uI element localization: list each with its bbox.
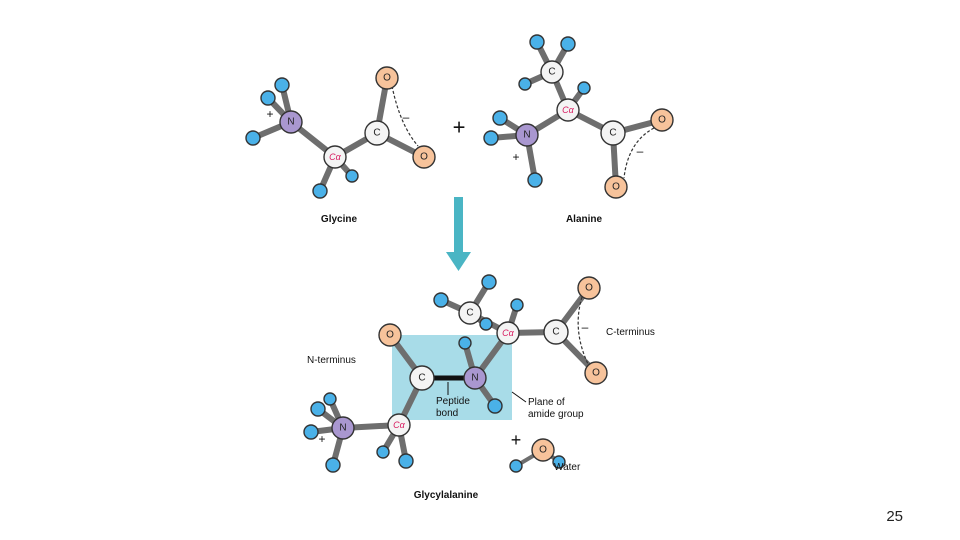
svg-text:Cα: Cα — [393, 420, 405, 430]
svg-text:N: N — [471, 373, 478, 384]
product-carbonyl-o-atom — [378, 323, 402, 347]
water-h-atom-left — [509, 459, 523, 473]
alanine-c-alpha-atom — [556, 98, 580, 122]
svg-text:C: C — [548, 67, 555, 78]
plane-label-line1: Plane of — [528, 397, 565, 408]
alanine-minus-charge: – — [637, 144, 644, 158]
product-glycine-c-alpha-atom — [387, 413, 411, 437]
svg-text:C: C — [373, 128, 380, 139]
svg-text:O: O — [386, 330, 394, 341]
product-amide-c-atom — [409, 365, 435, 391]
alanine-plus-charge: + — [512, 150, 519, 164]
water-o-atom — [531, 438, 555, 462]
svg-text:O: O — [612, 182, 620, 193]
svg-text:O: O — [592, 368, 600, 379]
svg-text:O: O — [658, 115, 666, 126]
slide-number: 25 — [886, 508, 903, 525]
alanine-carboxyl-c-atom — [600, 120, 626, 146]
alanine-methyl-c-atom — [540, 60, 564, 84]
product-carboxyl-c-atom — [543, 319, 569, 345]
svg-text:Cα: Cα — [562, 105, 574, 115]
glycine-o-atom-top — [375, 66, 399, 90]
glycine-n-atom — [279, 110, 303, 134]
plane-label-line2: amide group — [528, 409, 584, 420]
water-plus-sign: + — [511, 430, 522, 450]
alanine-n-atom — [515, 123, 539, 147]
alanine-o-atom-right — [650, 108, 674, 132]
glycine-o-atom-right — [412, 145, 436, 169]
glycine-label: Glycine — [321, 214, 358, 225]
svg-text:C: C — [552, 327, 559, 338]
reaction-arrow — [446, 197, 471, 271]
svg-text:O: O — [585, 283, 593, 294]
product-terminal-n-atom — [331, 416, 355, 440]
product-amide-n-atom — [463, 366, 487, 390]
water-h-atom-right — [552, 455, 566, 469]
c-terminus-label: C-terminus — [606, 327, 655, 338]
product-o-atom-bottom — [584, 361, 608, 385]
alanine-molecule: C Cα N C O O + – Alanine — [483, 34, 674, 225]
svg-text:N: N — [339, 423, 346, 434]
glycine-minus-charge: – — [403, 110, 410, 124]
glycylalanine-molecule: O C Cα C O O C N Cα N + – N-terminus — [303, 274, 655, 501]
product-o-atom-top — [577, 276, 601, 300]
svg-text:C: C — [609, 128, 616, 139]
alanine-o-atom-bottom — [604, 175, 628, 199]
product-minus-charge: – — [582, 320, 589, 334]
peptide-bond-label-line1: Peptide — [436, 396, 470, 407]
svg-text:O: O — [539, 445, 547, 456]
glycine-plus-charge: + — [266, 107, 273, 121]
svg-text:O: O — [420, 152, 428, 163]
svg-text:O: O — [383, 73, 391, 84]
alanine-label: Alanine — [566, 214, 603, 225]
product-methyl-c-atom — [458, 301, 482, 325]
svg-text:C: C — [466, 308, 473, 319]
reaction-plus-sign: + — [453, 115, 466, 140]
svg-text:Cα: Cα — [329, 152, 341, 162]
peptide-bond-label-line2: bond — [436, 408, 458, 419]
water-label: Water — [554, 462, 581, 473]
svg-text:C: C — [418, 373, 425, 384]
glycine-c-alpha-atom — [323, 145, 347, 169]
svg-text:N: N — [287, 117, 294, 128]
glycylalanine-label: Glycylalanine — [414, 490, 479, 501]
product-alanine-c-alpha-atom — [496, 321, 520, 345]
glycine-molecule: N Cα C O O + – Glycine — [245, 66, 436, 225]
product-plus-charge: + — [318, 432, 325, 446]
svg-text:Cα: Cα — [502, 328, 514, 338]
svg-text:N: N — [523, 130, 530, 141]
glycine-carboxyl-c-atom — [364, 120, 390, 146]
n-terminus-label: N-terminus — [307, 355, 356, 366]
